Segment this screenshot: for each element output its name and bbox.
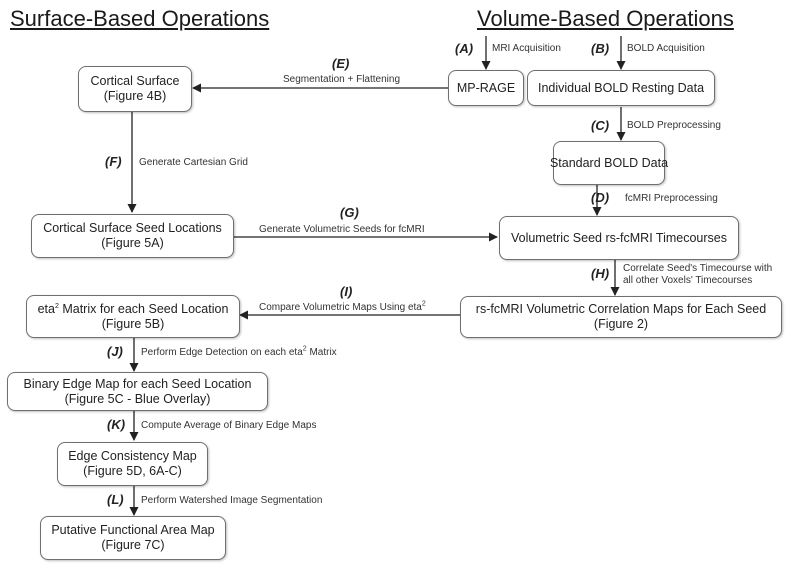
putative-map-title: Putative Functional Area Map (51, 523, 215, 537)
eta-matrix-title-eta: eta (37, 301, 55, 316)
edge-consistency-title: Edge Consistency Map (68, 449, 197, 463)
eta-matrix-title: eta2 Matrix for each Seed Location (38, 302, 229, 317)
step-B-label: (B) (591, 41, 610, 56)
step-J-desc-text: Perform Edge Detection on each eta (141, 347, 303, 358)
step-L-desc: Perform Watershed Image Segmentation (141, 495, 323, 506)
eta-matrix-box: eta2 Matrix for each Seed Location (Figu… (26, 295, 240, 338)
step-C-label: (C) (591, 118, 610, 133)
cortical-surface-title: Cortical Surface (90, 74, 180, 88)
seed-timecourses-title: Volumetric Seed rs-fcMRI Timecourses (510, 230, 728, 245)
step-H-label: (H) (591, 266, 610, 281)
surface-operations-heading: Surface-Based Operations (10, 6, 270, 31)
step-H-desc-2: all other Voxels' Timecourses (623, 275, 753, 286)
putative-map-box: Putative Functional Area Map (Figure 7C) (40, 516, 226, 560)
step-K-desc: Compute Average of Binary Edge Maps (141, 420, 317, 431)
standard-bold-title: Standard BOLD Data (549, 155, 669, 170)
step-I-label: (I) (340, 284, 353, 299)
eta-matrix-figure: (Figure 5B) (101, 316, 165, 331)
step-H-desc-1: Correlate Seed's Timecourse with (623, 263, 773, 274)
step-C-desc: BOLD Preprocessing (627, 120, 721, 131)
binary-edge-box: Binary Edge Map for each Seed Location (… (7, 372, 268, 411)
binary-edge-title: Binary Edge Map for each Seed Location (23, 376, 252, 391)
step-F-desc: Generate Cartesian Grid (139, 157, 248, 168)
cortical-surface-figure: (Figure 4B) (103, 89, 167, 103)
step-J-desc-rest: Matrix (306, 347, 337, 358)
correlation-maps-box: rs-fcMRI Volumetric Correlation Maps for… (460, 296, 782, 338)
volume-operations-heading: Volume-Based Operations (477, 6, 734, 31)
eta-matrix-title-rest: Matrix for each Seed Location (58, 301, 229, 316)
seed-timecourses-box: Volumetric Seed rs-fcMRI Timecourses (499, 216, 739, 260)
step-I-desc: Compare Volumetric Maps Using eta2 (259, 300, 426, 314)
step-F-label: (F) (105, 154, 122, 169)
step-G-label: (G) (340, 205, 359, 220)
mprage-box: MP-RAGE (448, 70, 524, 106)
step-E-desc: Segmentation + Flattening (283, 74, 401, 85)
step-G-desc: Generate Volumetric Seeds for fcMRI (259, 224, 425, 235)
step-J-desc: Perform Edge Detection on each eta2 Matr… (141, 345, 337, 359)
edge-consistency-figure: (Figure 5D, 6A-C) (83, 464, 182, 478)
mprage-title: MP-RAGE (456, 80, 516, 95)
step-B-desc: BOLD Acquisition (627, 43, 705, 54)
step-I-desc-sup: 2 (421, 300, 426, 308)
step-J-label: (J) (107, 344, 123, 359)
step-E-label: (E) (332, 56, 350, 71)
standard-bold-box: Standard BOLD Data (549, 141, 669, 185)
binary-edge-figure: (Figure 5C - Blue Overlay) (64, 391, 211, 406)
step-D-label: (D) (591, 190, 610, 205)
seed-locations-title: Cortical Surface Seed Locations (43, 221, 222, 235)
step-I-desc-text: Compare Volumetric Maps Using eta (259, 302, 422, 313)
step-J-desc-sup: 2 (302, 345, 307, 353)
edge-consistency-box: Edge Consistency Map (Figure 5D, 6A-C) (57, 442, 208, 486)
step-A-desc: MRI Acquisition (492, 43, 561, 54)
eta-matrix-title-sup: 2 (54, 302, 59, 310)
step-D-desc: fcMRI Preprocessing (625, 193, 718, 204)
individual-bold-title: Individual BOLD Resting Data (537, 80, 705, 95)
step-K-label: (K) (107, 417, 126, 432)
seed-locations-box: Cortical Surface Seed Locations (Figure … (31, 214, 234, 258)
step-A-label: (A) (455, 41, 474, 56)
correlation-maps-title: rs-fcMRI Volumetric Correlation Maps for… (475, 302, 767, 316)
correlation-maps-figure: (Figure 2) (593, 317, 649, 331)
step-L-label: (L) (107, 492, 124, 507)
putative-map-figure: (Figure 7C) (101, 538, 165, 552)
individual-bold-box: Individual BOLD Resting Data (527, 70, 715, 106)
seed-locations-figure: (Figure 5A) (101, 236, 164, 250)
cortical-surface-box: Cortical Surface (Figure 4B) (78, 66, 192, 112)
